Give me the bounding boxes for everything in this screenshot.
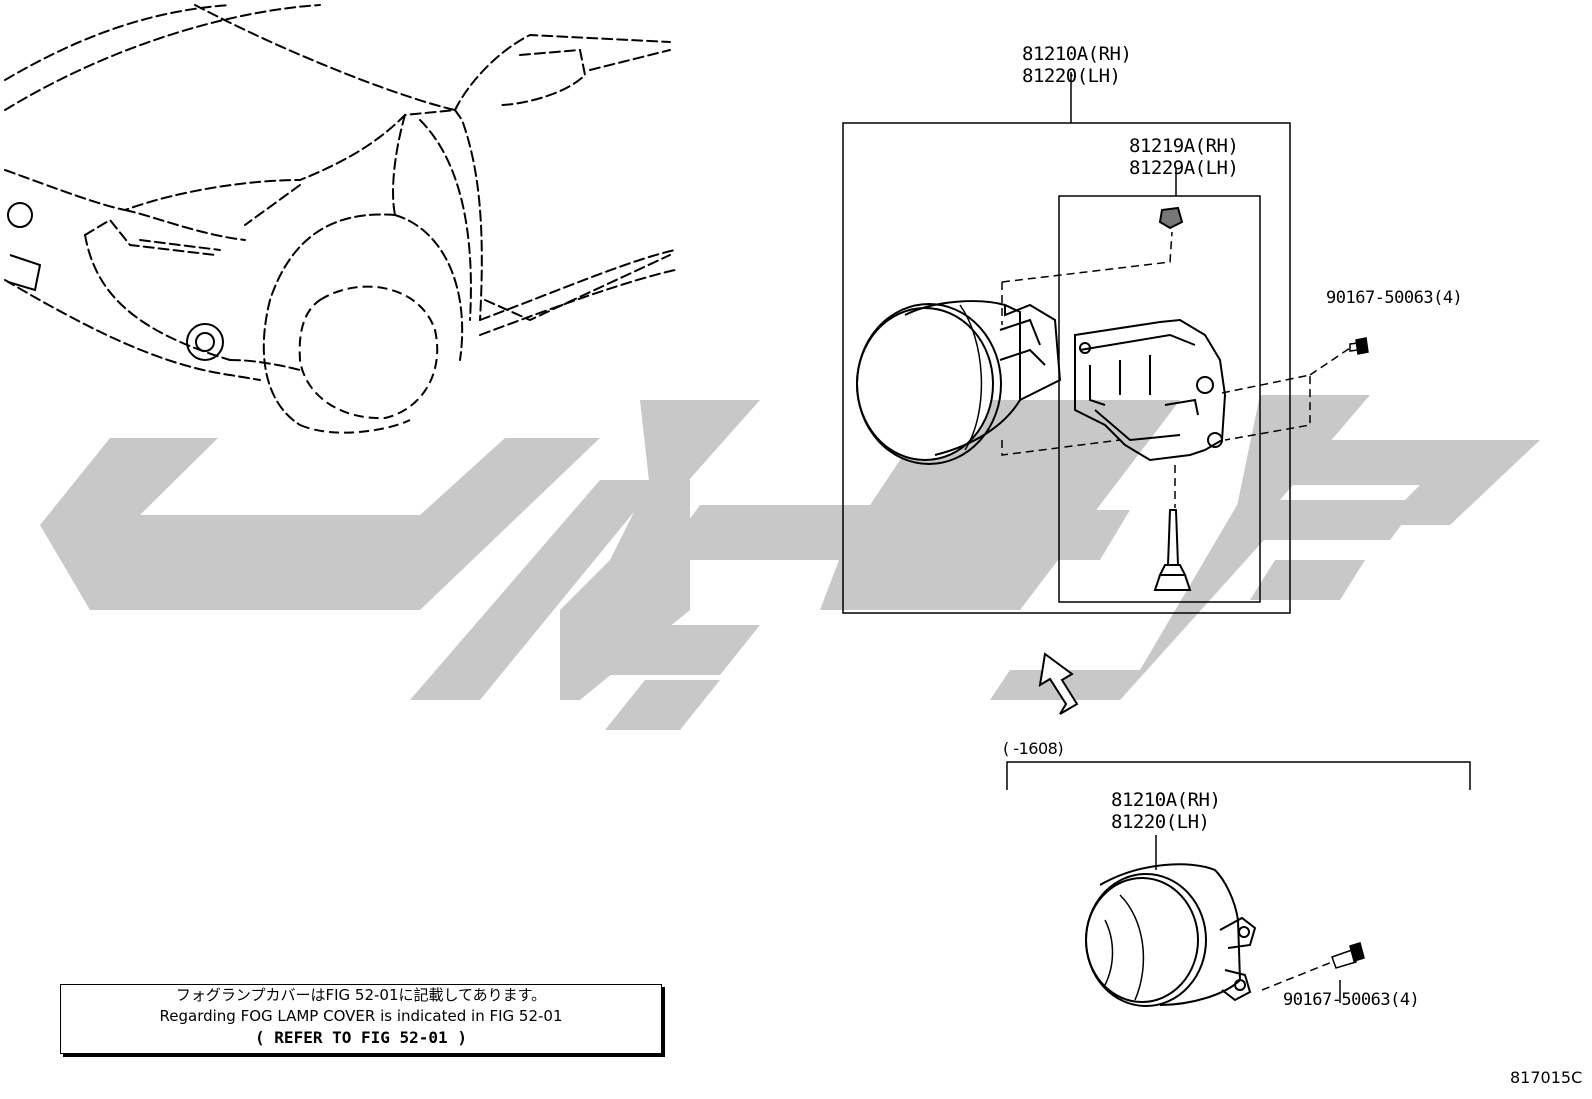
date-range-bracket (1006, 761, 1471, 870)
vehicle-details (7, 202, 439, 434)
assembly-group-frame (842, 72, 1291, 614)
note-box: フォグランプカバーはFIG 52-01に記載してあります。 Regarding … (60, 984, 662, 1054)
adjusting-screw-part (1153, 509, 1192, 591)
callout-screw-bottom: 90167-50063(4) (1283, 990, 1420, 1010)
clip-part (1158, 206, 1184, 230)
callout-assy-bottom-rh: 81210A(RH) (1111, 789, 1221, 811)
leader-lines-top (1001, 231, 1351, 508)
fog-lamp-unit-bottom (1085, 863, 1257, 1007)
note-refer: ( REFER TO FIG 52-01 ) (255, 1028, 467, 1047)
vehicle-front-view (4, 4, 676, 426)
callout-screw-top: 90167-50063(4) (1326, 288, 1463, 308)
screw-part-bottom (1331, 942, 1365, 969)
note-english: Regarding FOG LAMP COVER is indicated in… (159, 1007, 563, 1025)
figure-code: 817015C (1510, 1068, 1583, 1087)
fog-lamp-unit (856, 300, 1062, 465)
callout-date-range: ( -1608) (1003, 739, 1064, 758)
direction-arrow (1038, 652, 1079, 715)
callout-assy-top-rh: 81210A(RH) (1022, 43, 1132, 65)
callout-assy-bottom-lh: 81220(LH) (1111, 811, 1210, 833)
callout-bracket-rh: 81219A(RH) (1129, 135, 1239, 157)
leader-lines-bottom (1261, 961, 1341, 1003)
note-japanese: フォグランプカバーはFIG 52-01に記載してあります。 (175, 986, 547, 1004)
callout-bracket-lh: 81229A(LH) (1129, 157, 1239, 179)
watermark-logo (40, 395, 1540, 730)
callout-assy-top-lh: 81220(LH) (1022, 65, 1121, 87)
screw-part-top (1349, 337, 1369, 355)
bracket-part (1074, 318, 1227, 462)
